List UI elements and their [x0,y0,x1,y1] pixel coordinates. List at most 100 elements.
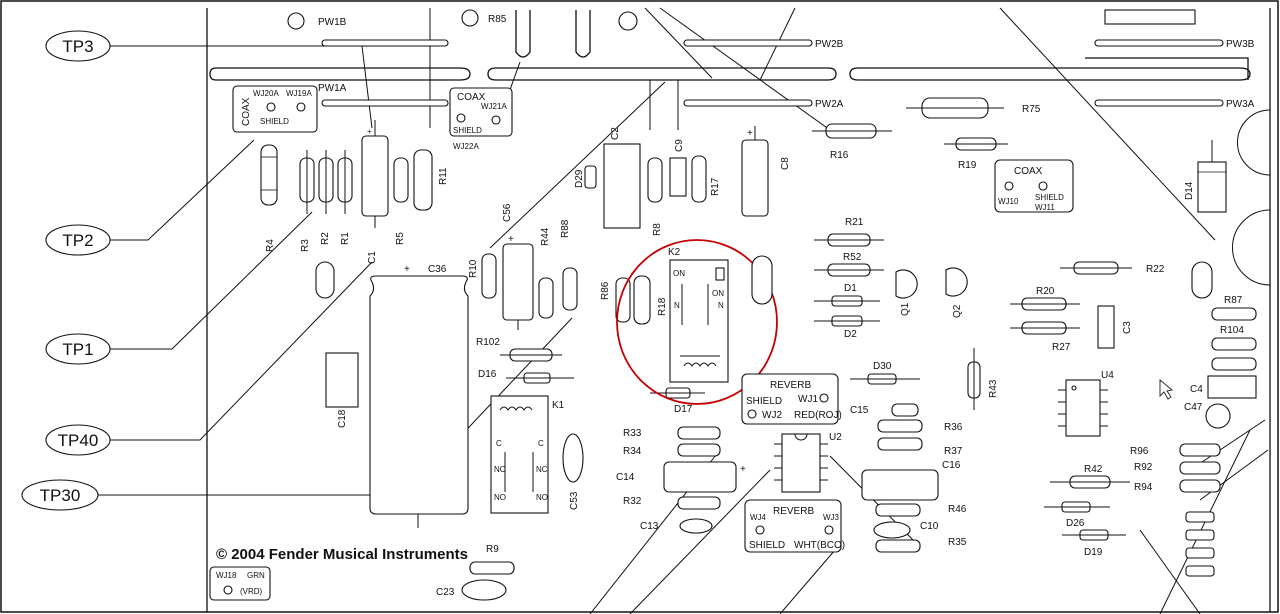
pad-pw2b: PW2B [683,39,844,50]
reverb-block-a[interactable]: REVERB SHIELD WJ1 WJ2 RED(ROJ) [741,373,842,425]
svg-text:N: N [718,301,724,310]
diode-d30: D30 [850,361,920,385]
diode-d16: D16 [478,369,574,384]
svg-text:R3: R3 [300,239,311,252]
svg-text:R94: R94 [1134,482,1153,493]
svg-text:WJ10: WJ10 [998,197,1019,206]
coax-block-c[interactable]: COAX WJ10 SHIELD WJ11 [994,159,1074,213]
svg-text:NO: NO [536,493,548,502]
svg-text:R21: R21 [845,217,864,228]
svg-text:WJ19A: WJ19A [286,89,312,98]
svg-text:D1: D1 [844,283,857,294]
capacitor-c8: + C8 [741,126,791,217]
svg-text:REVERB: REVERB [773,506,814,517]
test-point-tp40[interactable]: TP40 [45,261,373,456]
svg-text:D19: D19 [1084,547,1103,558]
resistor-r37: R37 [877,437,963,457]
coax-block-a[interactable]: COAX WJ20A WJ19A SHIELD [232,85,318,133]
resistor-r43: R43 [967,348,999,410]
relay-k1[interactable]: K1 C C NC NC NO NO [490,395,565,514]
capacitor-c10: C10 [873,521,939,539]
coax-block-b[interactable]: COAX WJ21A SHIELD WJ22A [449,87,513,151]
svg-text:R2: R2 [320,232,331,245]
svg-text:R4: R4 [265,239,276,252]
svg-text:R52: R52 [843,252,862,263]
test-point-tp30[interactable]: TP30 [21,317,573,511]
resistor-r75: R75 [906,97,1041,119]
svg-text:WJ1: WJ1 [798,394,818,405]
resistor-r94: R94 [1134,479,1221,493]
svg-text:U2: U2 [829,432,842,443]
diode-d2: D2 [814,315,880,340]
capacitor-c9: C9 [669,139,687,197]
test-point-tp2[interactable]: TP2 [45,139,255,256]
svg-text:NC: NC [536,465,548,474]
svg-text:WJ22A: WJ22A [453,142,479,151]
svg-text:R35: R35 [948,537,967,548]
resistor-r20: R20 [1010,286,1080,311]
svg-text:R86: R86 [600,281,611,300]
svg-text:Q1: Q1 [900,302,911,316]
svg-text:R27: R27 [1052,342,1071,353]
svg-text:C15: C15 [850,405,869,416]
tp40-label: TP40 [58,431,99,450]
svg-text:WJ2: WJ2 [762,410,782,421]
svg-text:D26: D26 [1066,518,1085,529]
resistor-r86: R86 [600,277,631,323]
svg-text:R18: R18 [657,297,668,316]
svg-text:COAX: COAX [241,97,252,126]
svg-text:WJ18: WJ18 [216,571,237,580]
svg-text:K2: K2 [668,247,681,258]
svg-text:+: + [740,464,746,475]
pad-pw2a: PW2A [683,99,844,110]
relay-k2[interactable]: K2 ON ON N N [668,247,729,383]
svg-text:+: + [508,234,514,245]
resistor-r46: R46 [875,503,967,517]
board-slots [209,10,1251,81]
pad-pw1a: PW1A [318,83,449,107]
tp3-label: TP3 [62,37,93,56]
svg-text:D2: D2 [844,329,857,340]
resistor-r17: R17 [691,155,721,203]
pad-r85: R85 [461,9,638,31]
svg-text:R75: R75 [1022,104,1041,115]
resistor-r42: R42 [1050,464,1130,489]
capacitor-c23: C23 [436,579,507,601]
svg-text:D30: D30 [873,361,892,372]
connector-top-right [1104,9,1196,25]
svg-text:+: + [367,127,372,136]
capacitor-c2: C2 [603,127,641,229]
svg-text:R34: R34 [623,446,642,457]
svg-text:R96: R96 [1130,446,1149,457]
svg-text:R33: R33 [623,428,642,439]
pad-pw3a: PW3A [1094,99,1255,110]
svg-text:R32: R32 [623,496,642,507]
resistor-r22: R22 [1060,261,1165,275]
svg-text:WHT(BCO): WHT(BCO) [794,540,845,551]
test-point-tp1[interactable]: TP1 [45,211,313,365]
ic-u2[interactable]: U2 [774,432,842,493]
svg-text:PW3B: PW3B [1226,39,1255,50]
copyright-text: © 2004 Fender Musical Instruments [216,546,468,563]
svg-text:C56: C56 [502,203,513,222]
ic-u4[interactable]: U4 [1058,370,1114,437]
reverb-block-b[interactable]: REVERB WJ4 WJ3 SHIELD WHT(BCO) [744,499,845,553]
svg-text:SHIELD: SHIELD [260,117,289,126]
svg-text:R37: R37 [944,446,963,457]
svg-text:PW3A: PW3A [1226,99,1255,110]
transistor-q1: Q1 [895,269,918,316]
svg-text:R88: R88 [560,219,571,238]
resistor-r10: R10 [468,253,497,299]
capacitor-c16: C16 [861,460,961,501]
svg-text:C36: C36 [428,264,447,275]
resistor-r87: R87 [1211,295,1257,321]
svg-text:PW1A: PW1A [318,83,347,94]
svg-text:R87: R87 [1224,295,1243,306]
resistor-r8: R8 [647,157,663,236]
svg-text:C: C [496,439,502,448]
svg-text:R102: R102 [476,337,500,348]
svg-text:R19: R19 [958,160,977,171]
slot-left [315,261,335,299]
wj18-block[interactable]: WJ18 GRN (VRD) [209,566,271,601]
resistor-right-3 [1211,357,1257,371]
